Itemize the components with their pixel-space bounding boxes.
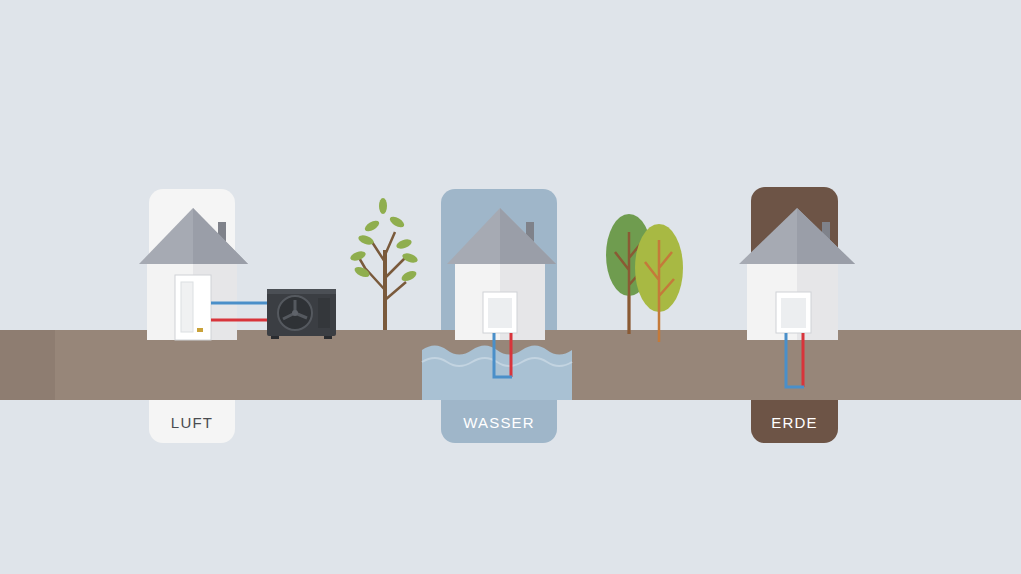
band-label: ERDE [751,414,838,431]
source-band: WASSER [441,189,557,443]
band-label: WASSER [441,414,557,431]
band-fill [441,189,557,443]
source-band: LUFT [149,189,235,443]
band-label: LUFT [149,414,235,431]
source-band: ERDE [751,187,838,443]
